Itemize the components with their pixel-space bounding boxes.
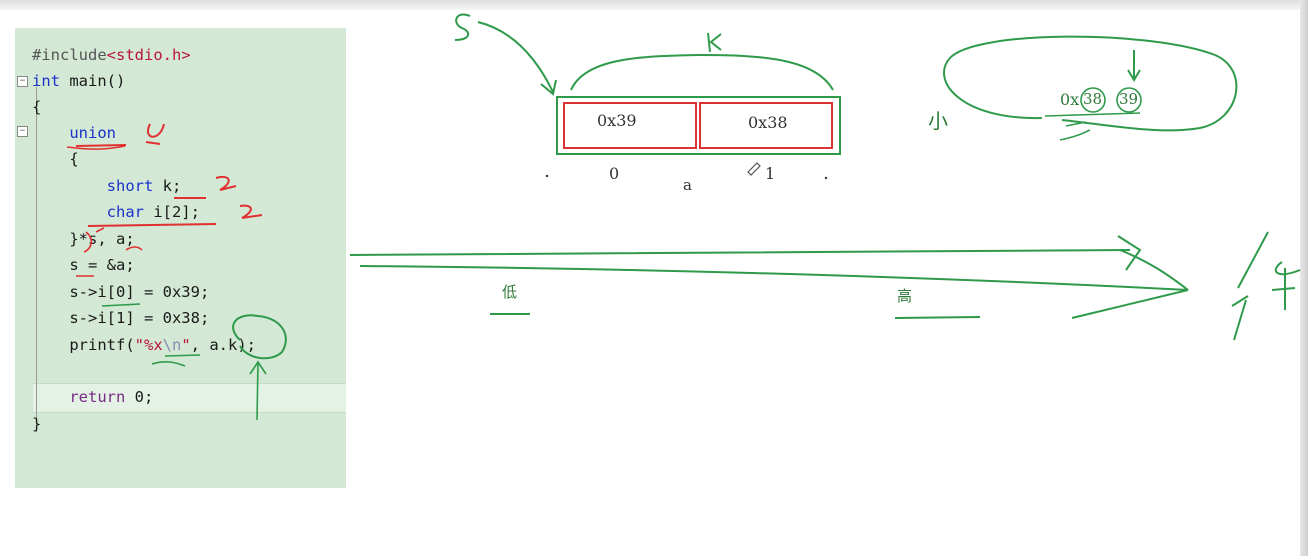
ellipse-underline xyxy=(1044,112,1141,141)
code-line[interactable]: s->i[0] = 0x39; xyxy=(32,279,363,305)
high-underline xyxy=(894,316,981,319)
k-letter xyxy=(707,32,722,53)
memory-cell-1-box xyxy=(699,102,833,149)
low-address-label: 低 xyxy=(502,283,518,301)
code-token: s = &a; xyxy=(32,256,135,274)
byte-circle-39 xyxy=(1116,87,1142,113)
k-brace xyxy=(570,53,834,91)
high-address-label: 高 xyxy=(897,287,913,305)
si-underline xyxy=(101,303,141,307)
memory-index-1: 1 xyxy=(765,164,776,183)
down-arrow-icon xyxy=(1127,50,1141,82)
code-token: { xyxy=(32,98,42,116)
code-token: , a.k); xyxy=(190,336,256,354)
code-line[interactable]: return 0; xyxy=(32,384,363,410)
fold-toggle-icon[interactable]: − xyxy=(17,126,28,137)
code-token: #include xyxy=(32,46,107,64)
union-U-mark xyxy=(145,123,165,145)
ak-up-arrow xyxy=(249,360,267,421)
code-line[interactable]: s = &a; xyxy=(32,252,363,278)
memory-outer-box xyxy=(556,96,841,155)
ptr-mark xyxy=(83,227,105,253)
code-editor[interactable]: − − #include<stdio.h> int main() { union {… xyxy=(15,28,346,488)
small-endian-label: 小 xyxy=(928,109,948,133)
code-token: "%x xyxy=(134,336,163,354)
code-token: main() xyxy=(60,72,126,90)
two-mark-1 xyxy=(215,176,237,191)
code-token: \n xyxy=(162,336,182,354)
pencil-icon xyxy=(747,162,761,176)
union-underline xyxy=(75,144,127,147)
code-token: }*s, a; xyxy=(32,230,135,248)
memory-index-0: 0 xyxy=(609,164,620,183)
ellipse-byte-38: 38 xyxy=(1083,90,1103,108)
a-mark xyxy=(125,246,143,251)
code-line[interactable]: union xyxy=(32,120,363,146)
code-line[interactable]: char i[2]; xyxy=(32,199,363,225)
ellipse-value-prefix: 0x xyxy=(1060,90,1080,109)
code-token: s->i[1] = 0x38; xyxy=(32,309,210,327)
ak-circle xyxy=(232,314,287,360)
code-line[interactable]: short k; xyxy=(32,173,363,199)
code-line[interactable]: }*s, a; xyxy=(32,226,363,252)
current-line-highlight xyxy=(33,383,346,413)
code-line[interactable]: int main() xyxy=(32,68,363,94)
code-token: <stdio.h> xyxy=(106,46,191,64)
code-token: s->i[0] = 0x39; xyxy=(32,283,210,301)
code-token: int xyxy=(32,72,60,90)
fold-guide xyxy=(36,87,37,432)
code-token: { xyxy=(32,150,79,168)
ellipse-loop xyxy=(943,35,1238,132)
variable-label-a: a xyxy=(683,176,692,194)
window-right-edge xyxy=(1300,0,1308,556)
code-token: i[2]; xyxy=(143,203,200,221)
code-line[interactable]: { xyxy=(32,146,363,172)
code-token: printf( xyxy=(32,336,135,354)
code-token: short xyxy=(106,177,154,195)
fold-toggle-icon[interactable]: − xyxy=(17,76,28,87)
big-strokes xyxy=(1231,231,1301,341)
code-token: return xyxy=(69,388,126,406)
two-mark-2 xyxy=(239,204,263,219)
s-letter xyxy=(454,13,471,41)
code-token: union xyxy=(69,124,116,142)
s-arrow xyxy=(477,21,557,96)
memory-cell-0-value: 0x39 xyxy=(597,111,637,130)
code-token: k; xyxy=(153,177,182,195)
memory-cell-1-value: 0x38 xyxy=(748,113,788,132)
code-token: 0; xyxy=(125,388,154,406)
ellipse-byte-39: 39 xyxy=(1119,90,1139,108)
code-token: " xyxy=(181,336,191,354)
code-line[interactable]: printf("%x\n", a.k); xyxy=(32,332,363,358)
percent-underline xyxy=(151,354,201,367)
memory-cell-0-box xyxy=(563,102,697,149)
code-token: } xyxy=(32,415,42,433)
arrow-lower xyxy=(359,249,1189,319)
code-token: char xyxy=(106,203,144,221)
i-underline xyxy=(87,223,217,227)
code-line[interactable]: } xyxy=(32,411,363,437)
byte-circle-38 xyxy=(1080,87,1106,113)
window-top-edge xyxy=(0,0,1308,10)
code-line[interactable]: { xyxy=(32,94,363,120)
brace-underline xyxy=(66,145,126,150)
arrow-upper xyxy=(349,235,1142,271)
code-line[interactable]: s->i[1] = 0x38; xyxy=(32,305,363,331)
code-line[interactable]: #include<stdio.h> xyxy=(32,42,363,68)
